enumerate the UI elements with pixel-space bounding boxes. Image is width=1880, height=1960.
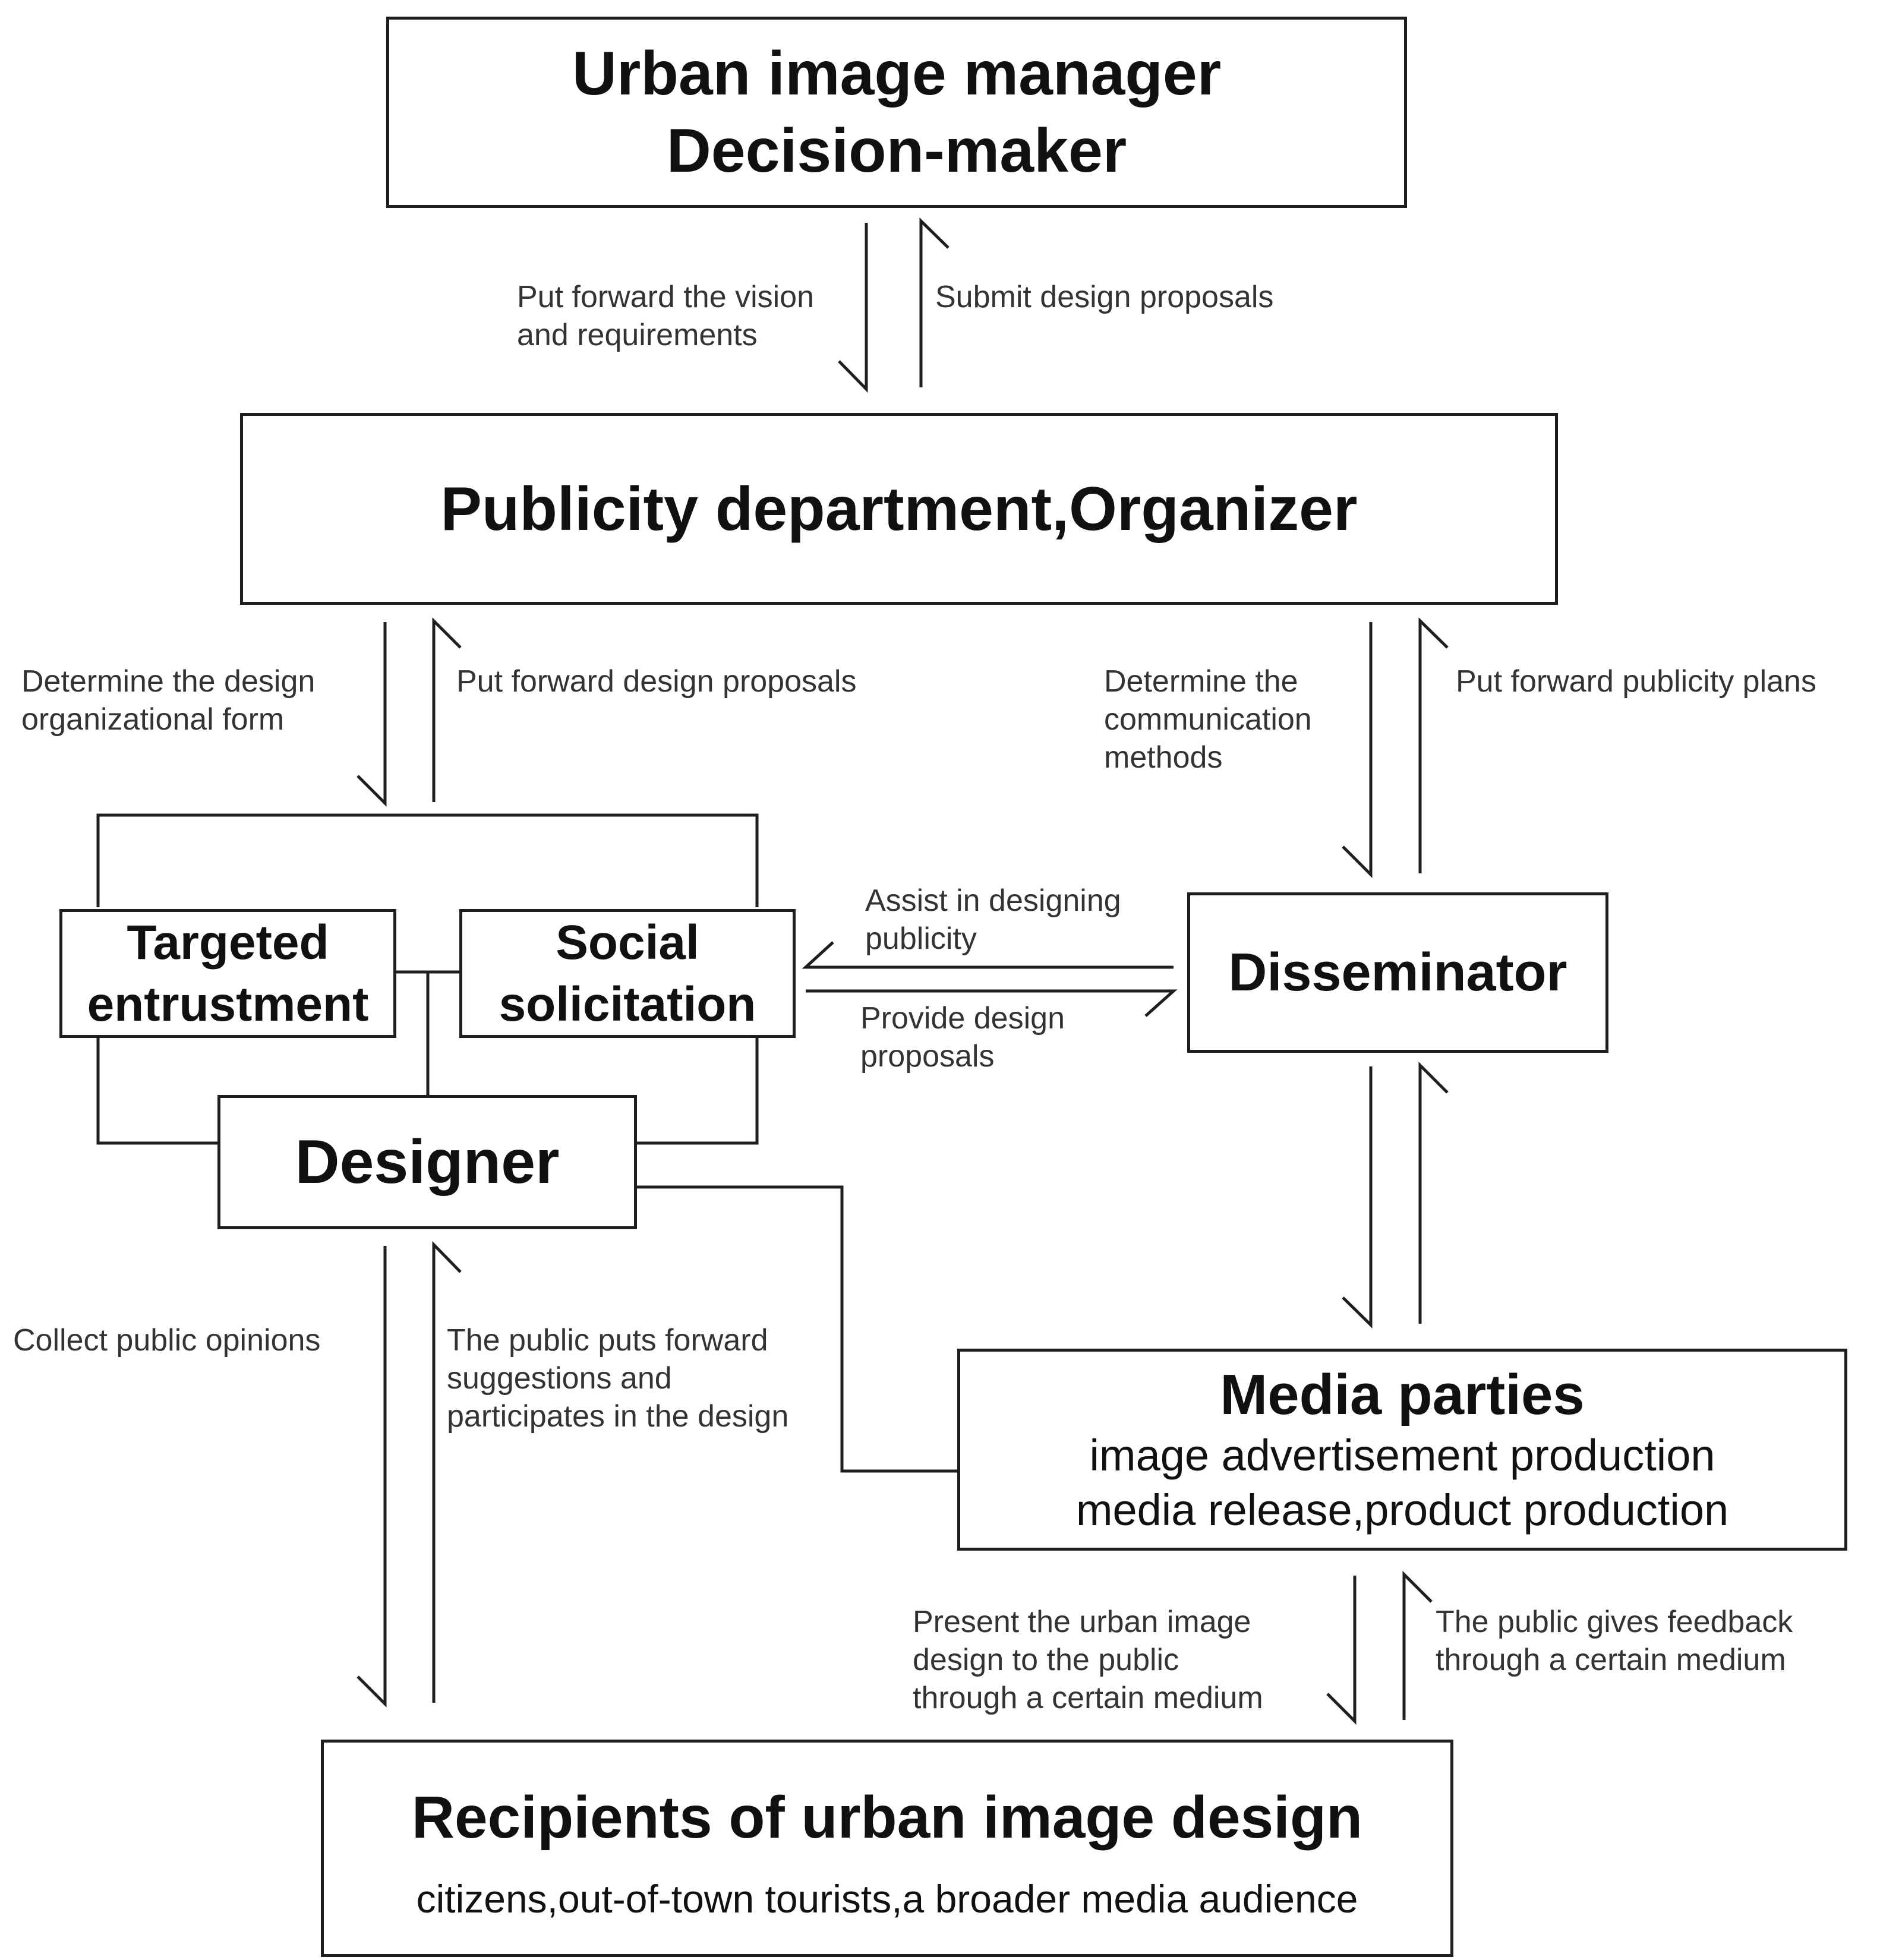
arrow-up-put-plans [1418, 617, 1449, 873]
social-title-2: solicitation [499, 977, 756, 1031]
label-determine-form: Determine the design organizational form [21, 662, 315, 738]
arrow-down-determine-comm [1342, 622, 1373, 879]
media-parties-box: Media parties image advertisement produc… [957, 1349, 1847, 1551]
targeted-entrustment-box: Targeted entrustment [59, 909, 396, 1038]
arrow-left-assist [802, 941, 1174, 969]
publicity-department-box: Publicity department,Organizer [240, 413, 1558, 605]
arrow-up-submit [919, 217, 950, 387]
label-feedback-line-1: The public gives feedback [1436, 1605, 1793, 1639]
designer-box: Designer [217, 1095, 637, 1229]
disseminator-title: Disseminator [1228, 943, 1567, 1002]
manager-title: Urban image manager [572, 39, 1222, 108]
label-put-design-line-1: Put forward design proposals [456, 664, 857, 699]
label-determine-comm-line-3: methods [1104, 740, 1223, 775]
arrow-up-feedback [1402, 1570, 1433, 1720]
label-determine-comm: Determine the communication methods [1104, 662, 1312, 777]
label-put-plans: Put forward publicity plans [1456, 662, 1816, 700]
label-present-line-1: Present the urban image [913, 1605, 1251, 1639]
label-vision-line-2: and requirements [517, 318, 758, 352]
label-public-puts-line-1: The public puts forward [447, 1323, 768, 1358]
arrow-down-vision [838, 223, 868, 393]
label-collect-line-1: Collect public opinions [13, 1323, 321, 1358]
label-provide: Provide design proposals [860, 999, 1065, 1075]
label-vision: Put forward the vision and requirements [517, 278, 814, 354]
label-assist-line-2: publicity [865, 921, 977, 956]
social-title: Social [556, 915, 699, 970]
label-feedback-line-2: through a certain medium [1436, 1643, 1786, 1677]
urban-image-manager-box: Urban image manager Decision-maker [386, 17, 1407, 208]
arrow-up-public-puts [432, 1241, 462, 1703]
label-present-line-2: design to the public [913, 1643, 1179, 1677]
designer-media-connector [636, 1185, 958, 1473]
recipients-title: Recipients of urban image design [411, 1784, 1363, 1851]
disseminator-box: Disseminator [1187, 892, 1608, 1053]
arrow-down-collect [357, 1246, 387, 1708]
designer-group-frame [96, 813, 759, 1145]
label-submit-line-1: Submit design proposals [935, 280, 1274, 314]
media-line-2: media release,product production [1075, 1485, 1729, 1535]
label-present: Present the urban image design to the pu… [913, 1603, 1263, 1717]
label-public-puts-line-3: participates in the design [447, 1399, 789, 1434]
designer-title: Designer [295, 1128, 560, 1197]
label-submit: Submit design proposals [935, 278, 1273, 316]
label-determine-form-line-1: Determine the design [21, 664, 316, 699]
targeted-title: Targeted [127, 915, 329, 970]
arrow-down-present [1326, 1576, 1357, 1725]
label-provide-line-2: proposals [860, 1039, 995, 1074]
label-vision-line-1: Put forward the vision [517, 280, 815, 314]
label-public-puts: The public puts forward suggestions and … [447, 1321, 788, 1435]
arrow-down-determine-form [357, 622, 387, 807]
media-title: Media parties [1220, 1363, 1585, 1426]
arrow-down-diss-media [1342, 1066, 1373, 1328]
label-provide-line-1: Provide design [860, 1001, 1065, 1036]
label-feedback: The public gives feedback through a cert… [1436, 1603, 1793, 1679]
social-solicitation-box: Social solicitation [459, 909, 796, 1038]
media-line-1: image advertisement production [1089, 1431, 1715, 1480]
recipients-box: Recipients of urban image design citizen… [321, 1740, 1453, 1957]
arrow-right-provide [806, 989, 1178, 1017]
label-determine-form-line-2: organizational form [21, 702, 285, 737]
label-assist: Assist in designing publicity [865, 882, 1121, 958]
label-determine-comm-line-1: Determine the [1104, 664, 1298, 699]
label-assist-line-1: Assist in designing [865, 883, 1121, 918]
recipients-subtitle: citizens,out-of-town tourists,a broader … [416, 1877, 1358, 1921]
label-put-design: Put forward design proposals [456, 662, 857, 700]
label-present-line-3: through a certain medium [913, 1681, 1263, 1715]
label-public-puts-line-2: suggestions and [447, 1361, 672, 1396]
arrow-up-media-diss [1418, 1061, 1449, 1324]
label-put-plans-line-1: Put forward publicity plans [1456, 664, 1816, 699]
targeted-title-2: entrustment [87, 977, 369, 1031]
manager-title-2: Decision-maker [666, 116, 1127, 185]
label-determine-comm-line-2: communication [1104, 702, 1312, 737]
publicity-title: Publicity department,Organizer [440, 474, 1358, 544]
label-collect: Collect public opinions [13, 1321, 320, 1359]
arrow-up-put-design [432, 617, 462, 802]
